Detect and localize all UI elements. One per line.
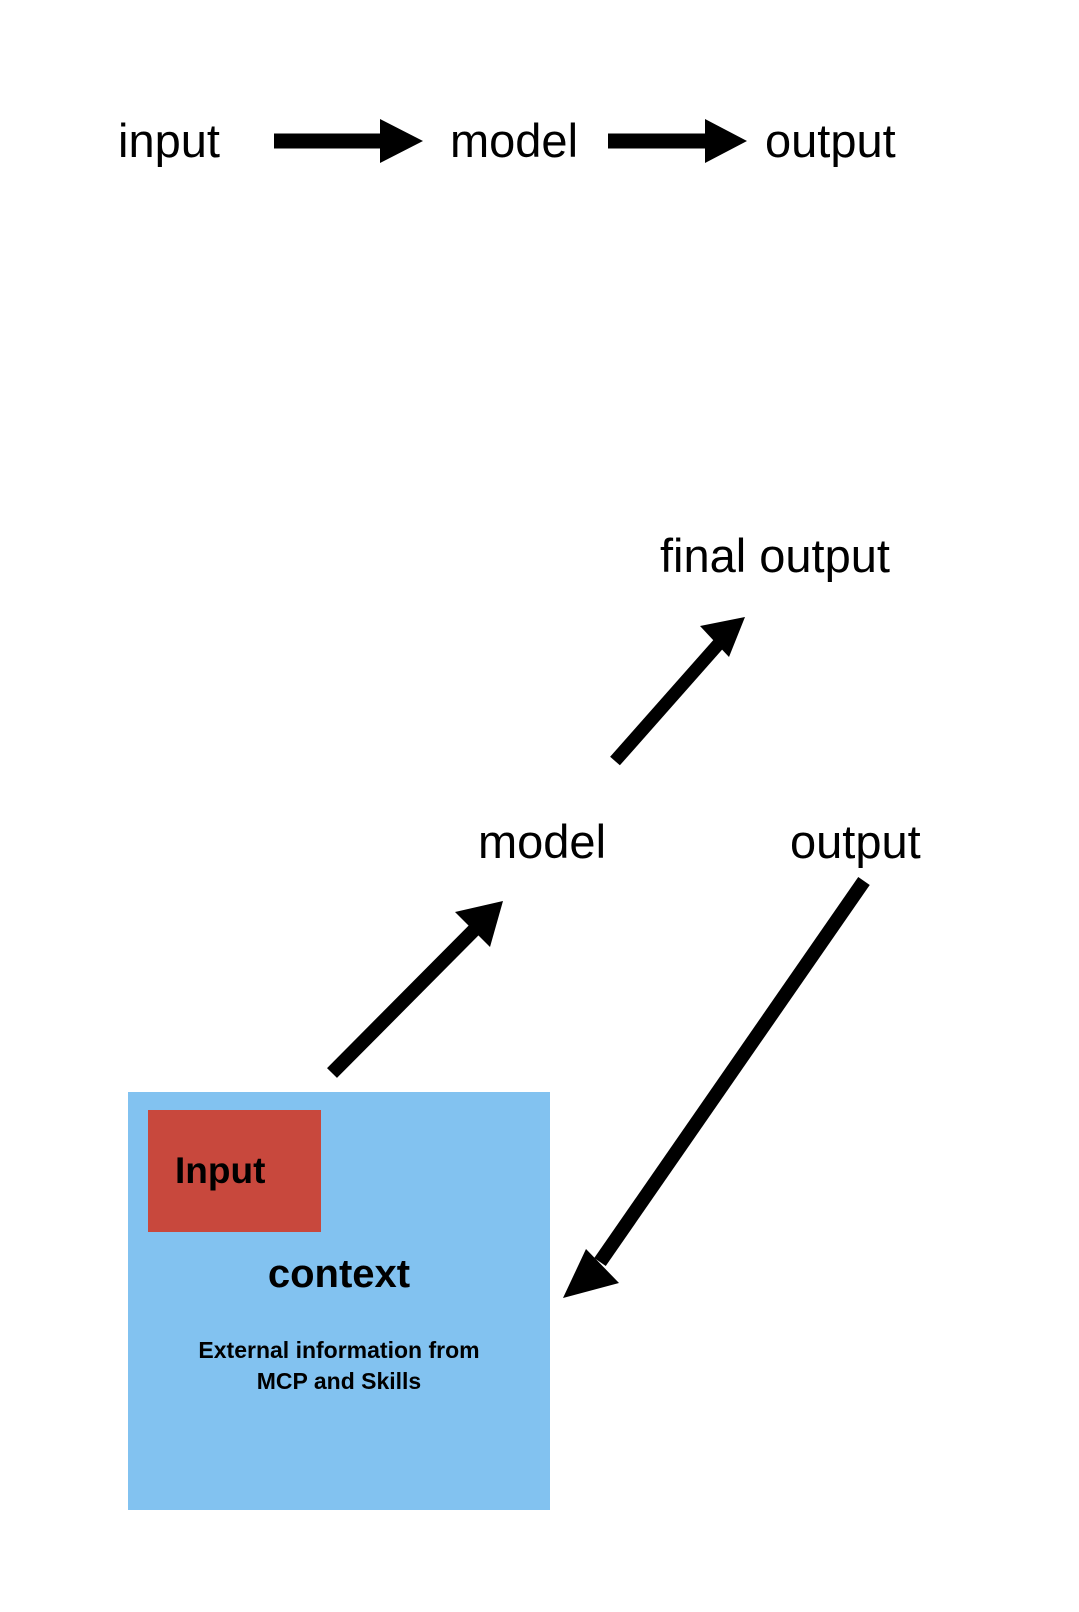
bottom-flow-output-label: output	[790, 815, 921, 868]
input-box-label: Input	[175, 1150, 266, 1191]
context-caption-line-2: MCP and Skills	[256, 1368, 422, 1395]
arrow-output-to-context-icon	[563, 877, 870, 1298]
context-box: Input context External information from …	[128, 1092, 550, 1510]
bottom-flow-model-label: model	[478, 815, 607, 868]
top-flow-model-label: model	[450, 114, 579, 167]
top-flow-input-label: input	[118, 114, 220, 167]
arrow-model-to-final-output-icon	[610, 617, 745, 766]
context-caption-line-1: External information from	[198, 1337, 480, 1363]
final-output-label: final output	[660, 529, 890, 582]
arrow-context-to-model-icon	[327, 901, 503, 1078]
arrow-input-to-model-icon	[274, 119, 423, 163]
arrow-model-to-output-icon	[608, 119, 747, 163]
input-box: Input	[148, 1110, 321, 1232]
context-caption: External information from MCP and Skills	[144, 1335, 534, 1397]
top-flow-output-label: output	[765, 114, 896, 167]
context-title: context	[267, 1252, 411, 1296]
